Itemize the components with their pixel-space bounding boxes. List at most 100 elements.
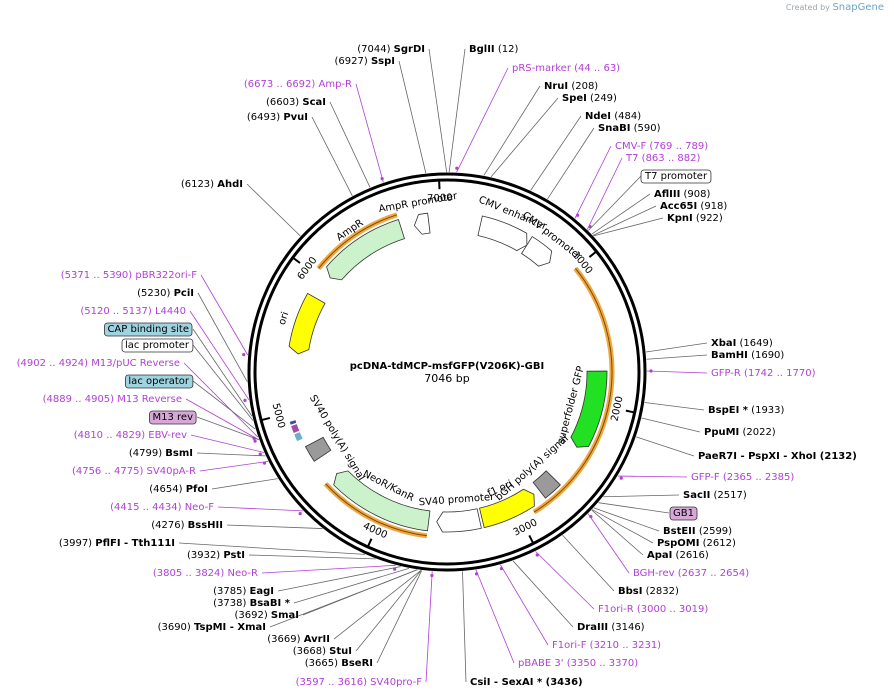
leader-line — [192, 328, 253, 417]
feature-shape — [288, 292, 326, 355]
site-position: (4799) — [129, 448, 165, 459]
primer-mark — [619, 476, 623, 480]
site-label-afliii: AflIII (908) — [654, 189, 710, 200]
primer-mark — [242, 353, 246, 357]
leader-line — [644, 402, 705, 411]
site-position: (6123) — [181, 179, 217, 190]
leader-line — [261, 564, 396, 574]
site-name: GB1 — [673, 508, 694, 519]
site-position: (2616) — [672, 550, 709, 561]
site-name: F1ori-F — [552, 640, 587, 651]
site-label-bsshii: (4276) BssHII — [151, 520, 223, 531]
site-position: (249) — [587, 93, 617, 104]
feature-shape — [479, 488, 535, 529]
site-label-text: (4415 .. 4434) Neo-F — [110, 502, 214, 513]
leader-line — [591, 509, 644, 556]
site-name: PciI — [174, 288, 194, 299]
site-position: (4902 .. 4924) — [17, 358, 92, 369]
feature-tag-box — [640, 169, 712, 184]
site-position: (6673 .. 6692) — [244, 79, 319, 90]
site-position: (3210 .. 3231) — [586, 640, 661, 651]
leader-line — [329, 101, 371, 188]
leader-line — [530, 115, 582, 191]
plasmid-name: pcDNA-tdMCP-msfGFP(V206K)-GBI — [350, 361, 544, 372]
site-label-stui: (3668) StuI — [293, 646, 352, 657]
site-name: pBABE 3' — [518, 658, 564, 669]
site-name: Acc65I — [660, 201, 697, 212]
leader-line — [588, 175, 642, 231]
site-position: (4654) — [149, 484, 185, 495]
feature-shape — [413, 212, 431, 235]
site-name: SspI — [371, 56, 395, 67]
site-position: (5230) — [137, 288, 173, 299]
site-label-text: (4810 .. 4829) EBV-rev — [74, 430, 187, 441]
snapgene-credit: Created by SnapGene — [786, 2, 884, 13]
site-position: (2637 .. 2654) — [675, 568, 750, 579]
site-name: lac operator — [128, 376, 189, 387]
site-label-text: PspOMI (2612) — [657, 538, 736, 549]
leader-line — [586, 157, 623, 230]
site-label-bglii: BglII (12) — [469, 44, 518, 55]
ruler-tick-label: 5000 — [270, 402, 287, 429]
feature-label: ori — [277, 311, 292, 327]
site-label-pvui: (6493) PvuI — [247, 112, 308, 123]
site-label-ppumi: PpuMI (2022) — [704, 427, 776, 438]
leader-line — [199, 460, 269, 472]
site-position: (908) — [680, 189, 710, 200]
site-position: (12) — [495, 44, 519, 55]
leader-line — [178, 542, 365, 555]
site-position: (4276) — [151, 520, 187, 531]
site-label-bbsi: BbsI (2832) — [618, 586, 679, 597]
site-position: (5371 .. 5390) — [61, 270, 136, 281]
primer-mark — [575, 213, 580, 217]
leader-line — [603, 494, 680, 498]
site-label-text: AflIII (908) — [654, 189, 710, 200]
primer-mark — [298, 512, 302, 516]
outer-arc-line-0 — [533, 268, 613, 513]
site-label-bsteii: BstEII (2599) — [663, 526, 732, 537]
leader-line — [211, 478, 278, 490]
site-label-text: SacII (2517) — [683, 490, 747, 501]
leader-line — [200, 274, 249, 356]
primer-mark — [430, 573, 434, 578]
site-position: (484) — [611, 111, 641, 122]
ruler-tick-label: 2000 — [610, 395, 626, 422]
leader-line — [574, 145, 612, 219]
site-position: (2612) — [699, 538, 736, 549]
site-position: - Tth111I — [121, 538, 175, 549]
site-label-text: lac promoter — [125, 340, 190, 351]
site-label-text: SnaBI (590) — [598, 123, 661, 134]
site-label-ndei: NdeI (484) — [585, 111, 641, 122]
ruler-tick-mark — [292, 257, 301, 264]
site-position: (1690) — [748, 350, 785, 361]
site-name: BGH-rev — [633, 568, 675, 579]
site-label-text: CAP binding site — [107, 324, 189, 335]
site-name: BssHII — [188, 520, 223, 531]
site-position: (7044) — [357, 44, 393, 55]
site-name: ApaI — [647, 550, 672, 561]
leader-line — [293, 567, 410, 604]
primer-mark — [380, 176, 384, 181]
leader-line — [448, 48, 466, 173]
leader-line — [490, 97, 559, 178]
site-label-apai: ApaI (2616) — [647, 550, 709, 561]
site-label-tspmi: (3690) TspMI - XmaI — [158, 622, 266, 633]
site-position: - XmaI — [226, 622, 266, 633]
label-leader-lines — [178, 48, 708, 683]
small-mark-2 — [289, 420, 297, 425]
site-name: XbaI — [711, 338, 736, 349]
site-label-pspomi: PspOMI (2612) — [657, 538, 736, 549]
leader-line — [355, 83, 384, 183]
site-label-f1ori-r: F1ori-R (3000 .. 3019) — [598, 604, 708, 615]
primer-mark — [649, 369, 653, 373]
site-label-text: SpeI (249) — [562, 93, 617, 104]
outer-arc-line-2 — [318, 214, 398, 269]
site-position: (3805 .. 3824) — [153, 568, 228, 579]
feature-tag-box — [669, 506, 698, 521]
site-position: (3668) — [293, 646, 329, 657]
primer-mark — [455, 166, 459, 170]
site-label-text: (6603) ScaI — [266, 97, 326, 108]
site-position: (3597 .. 3616) — [296, 677, 371, 688]
site-label-text: (4799) BsmI — [129, 448, 193, 459]
